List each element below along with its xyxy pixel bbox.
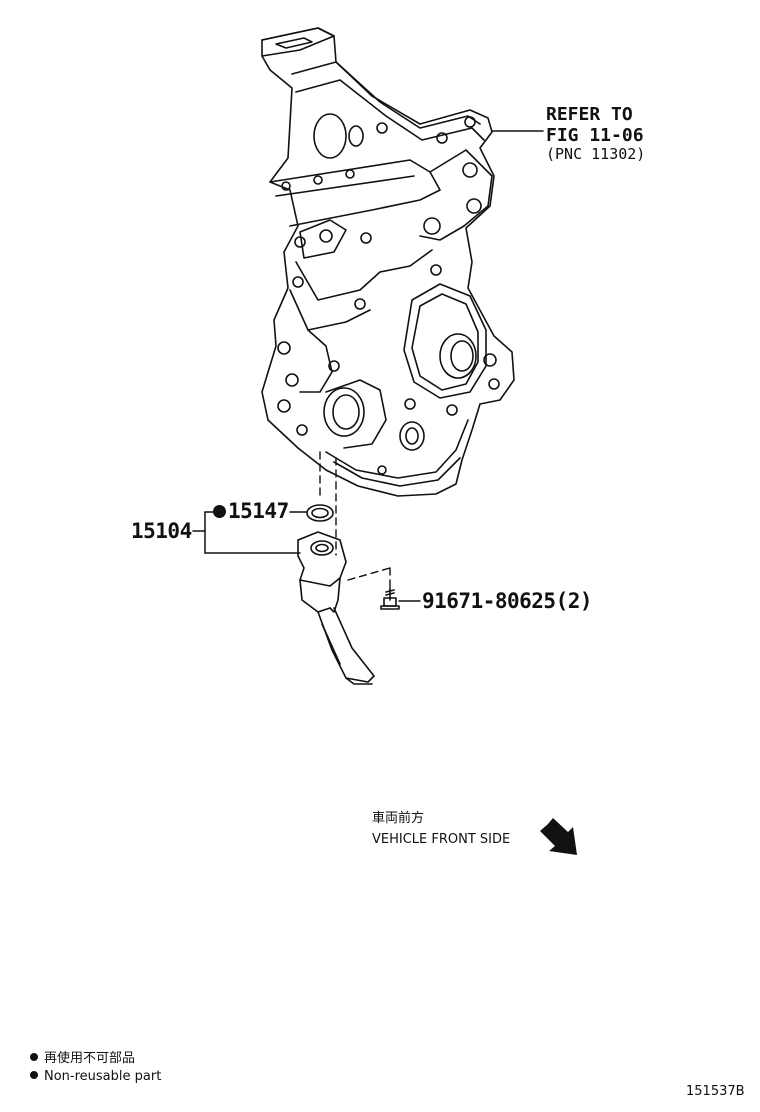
legend-en: Non-reusable part <box>30 1070 161 1083</box>
refer-line2: FIG 11-06 <box>546 125 644 146</box>
flange-bolt <box>380 587 400 610</box>
alignment-lines <box>319 451 391 589</box>
legend-en-text: Non-reusable part <box>44 1069 162 1084</box>
refer-line1: REFER TO <box>546 104 633 125</box>
part-label-15104: 15104 <box>131 519 192 543</box>
direction-jp: 車両前方 <box>372 811 425 826</box>
front-direction-arrow-icon <box>540 818 577 855</box>
non-reusable-dot-icon <box>213 505 226 518</box>
refer-note: REFER TO FIG 11-06 <box>546 104 644 146</box>
legend-jp: 再使用不可部品 <box>30 1052 135 1065</box>
legend-dot-icon <box>30 1071 38 1079</box>
refer-pnc: (PNC 11302) <box>546 145 646 163</box>
timing-cover <box>261 27 515 497</box>
part-label-15147: 15147 <box>213 501 289 522</box>
part-label-bolt: 91671-80625(2) <box>422 589 593 613</box>
part-number-15147: 15147 <box>228 499 289 523</box>
legend-jp-text: 再使用不可部品 <box>44 1051 136 1066</box>
leader-lines <box>192 130 544 602</box>
legend-dot-icon <box>30 1053 38 1061</box>
direction-en: VEHICLE FRONT SIDE <box>372 832 511 847</box>
o-ring-gasket <box>306 504 334 522</box>
oil-strainer <box>297 531 375 685</box>
figure-id: 151537B <box>686 1084 745 1099</box>
